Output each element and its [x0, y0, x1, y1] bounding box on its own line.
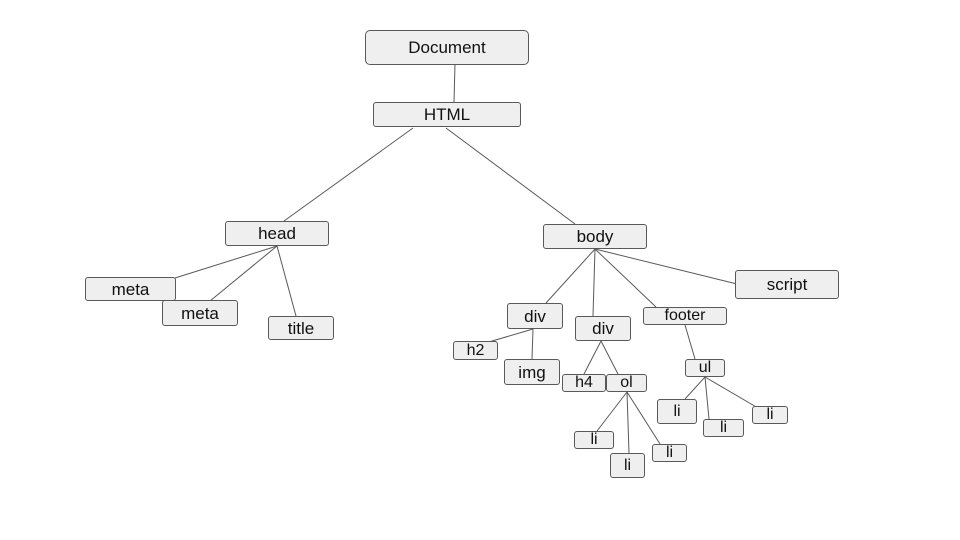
- edge-body-footer: [594, 248, 657, 308]
- edge-head-title: [276, 245, 297, 317]
- edge-html-body: [445, 127, 576, 225]
- edge-body-div2: [592, 248, 596, 317]
- node-ol-li-2: li: [610, 453, 645, 478]
- edge-ul-ul_li2: [704, 376, 710, 420]
- node-script: script: [735, 270, 839, 299]
- node-img: img: [504, 359, 560, 385]
- node-body: body: [543, 224, 647, 249]
- node-h4: h4: [562, 374, 606, 392]
- node-ol-li-1: li: [574, 431, 614, 449]
- node-footer: footer: [643, 307, 727, 325]
- edge-div2-h4: [583, 340, 602, 375]
- node-meta-1: meta: [85, 277, 176, 301]
- node-html: HTML: [373, 102, 521, 127]
- node-head: head: [225, 221, 329, 246]
- edge-html-head: [283, 127, 414, 222]
- node-ol: ol: [606, 374, 647, 392]
- edge-footer-ul: [684, 324, 696, 360]
- node-div-2: div: [575, 316, 631, 341]
- edge-div2-ol: [600, 340, 619, 375]
- node-ol-li-3: li: [652, 444, 687, 462]
- node-h2: h2: [453, 341, 498, 360]
- edge-head-meta2: [209, 245, 278, 302]
- node-div-1: div: [507, 303, 563, 329]
- node-ul-li-3: li: [752, 406, 788, 424]
- edge-ol-ol_li1: [596, 391, 628, 432]
- edge-ul-ul_li1: [684, 376, 706, 400]
- node-ul-li-2: li: [703, 419, 744, 437]
- edge-body-div1: [545, 248, 596, 304]
- edge-ol-ol_li3: [626, 391, 661, 445]
- node-title: title: [268, 316, 334, 340]
- node-ul: ul: [685, 359, 725, 377]
- node-meta-2: meta: [162, 300, 238, 326]
- node-document: Document: [365, 30, 529, 65]
- node-ul-li-1: li: [657, 399, 697, 424]
- edge-body-script: [594, 248, 738, 285]
- edge-div1-img: [531, 328, 534, 360]
- edge-ol-ol_li2: [626, 391, 630, 454]
- edge-document-html: [453, 63, 456, 103]
- edge-head-meta1: [174, 245, 278, 279]
- edge-ul-ul_li3: [704, 376, 759, 409]
